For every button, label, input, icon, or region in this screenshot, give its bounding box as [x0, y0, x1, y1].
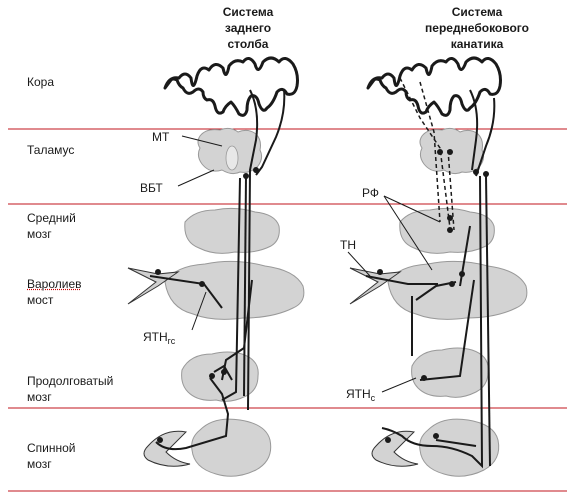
dorsal-pathways: [149, 88, 286, 451]
label-ytn-gs: ЯТНгс: [143, 330, 176, 346]
level-label-pons: Варолиев мост: [27, 277, 82, 307]
cortex-left: [163, 56, 299, 117]
midbrain-left: [184, 207, 280, 254]
right-leaders: [347, 195, 441, 393]
cortex-right: [366, 56, 502, 117]
label-ytn-c: ЯТНс: [346, 387, 376, 403]
medulla-left: [181, 351, 259, 402]
level-dividers: [8, 128, 567, 492]
pons-right: [387, 260, 528, 320]
label-mt: МТ: [152, 130, 170, 144]
pons-left: [164, 260, 305, 320]
midbrain-right: [399, 207, 495, 254]
label-rf: РФ: [362, 186, 379, 200]
left-leaders: [177, 135, 223, 331]
level-label-midbrain: Средний мозг: [27, 211, 76, 241]
level-label-cortex: Кора: [27, 75, 55, 89]
label-tn: ТН: [340, 238, 356, 252]
medulla-right: [411, 347, 489, 398]
anterolateral-column-title: Система переднебокового канатика: [425, 5, 529, 51]
anterolateral-pathways: [365, 89, 496, 469]
anterolateral-dashed: [399, 77, 455, 231]
spinal-right: [419, 418, 500, 477]
dorsal-column-title: Система заднего столба: [222, 5, 274, 51]
label-vbt: ВБТ: [140, 181, 163, 195]
level-label-medulla: Продолговатый мозг: [27, 374, 114, 404]
level-label-thalamus: Таламус: [27, 143, 75, 157]
spinal-left: [191, 418, 272, 477]
level-label-spinal: Спинной мозг: [27, 441, 76, 471]
